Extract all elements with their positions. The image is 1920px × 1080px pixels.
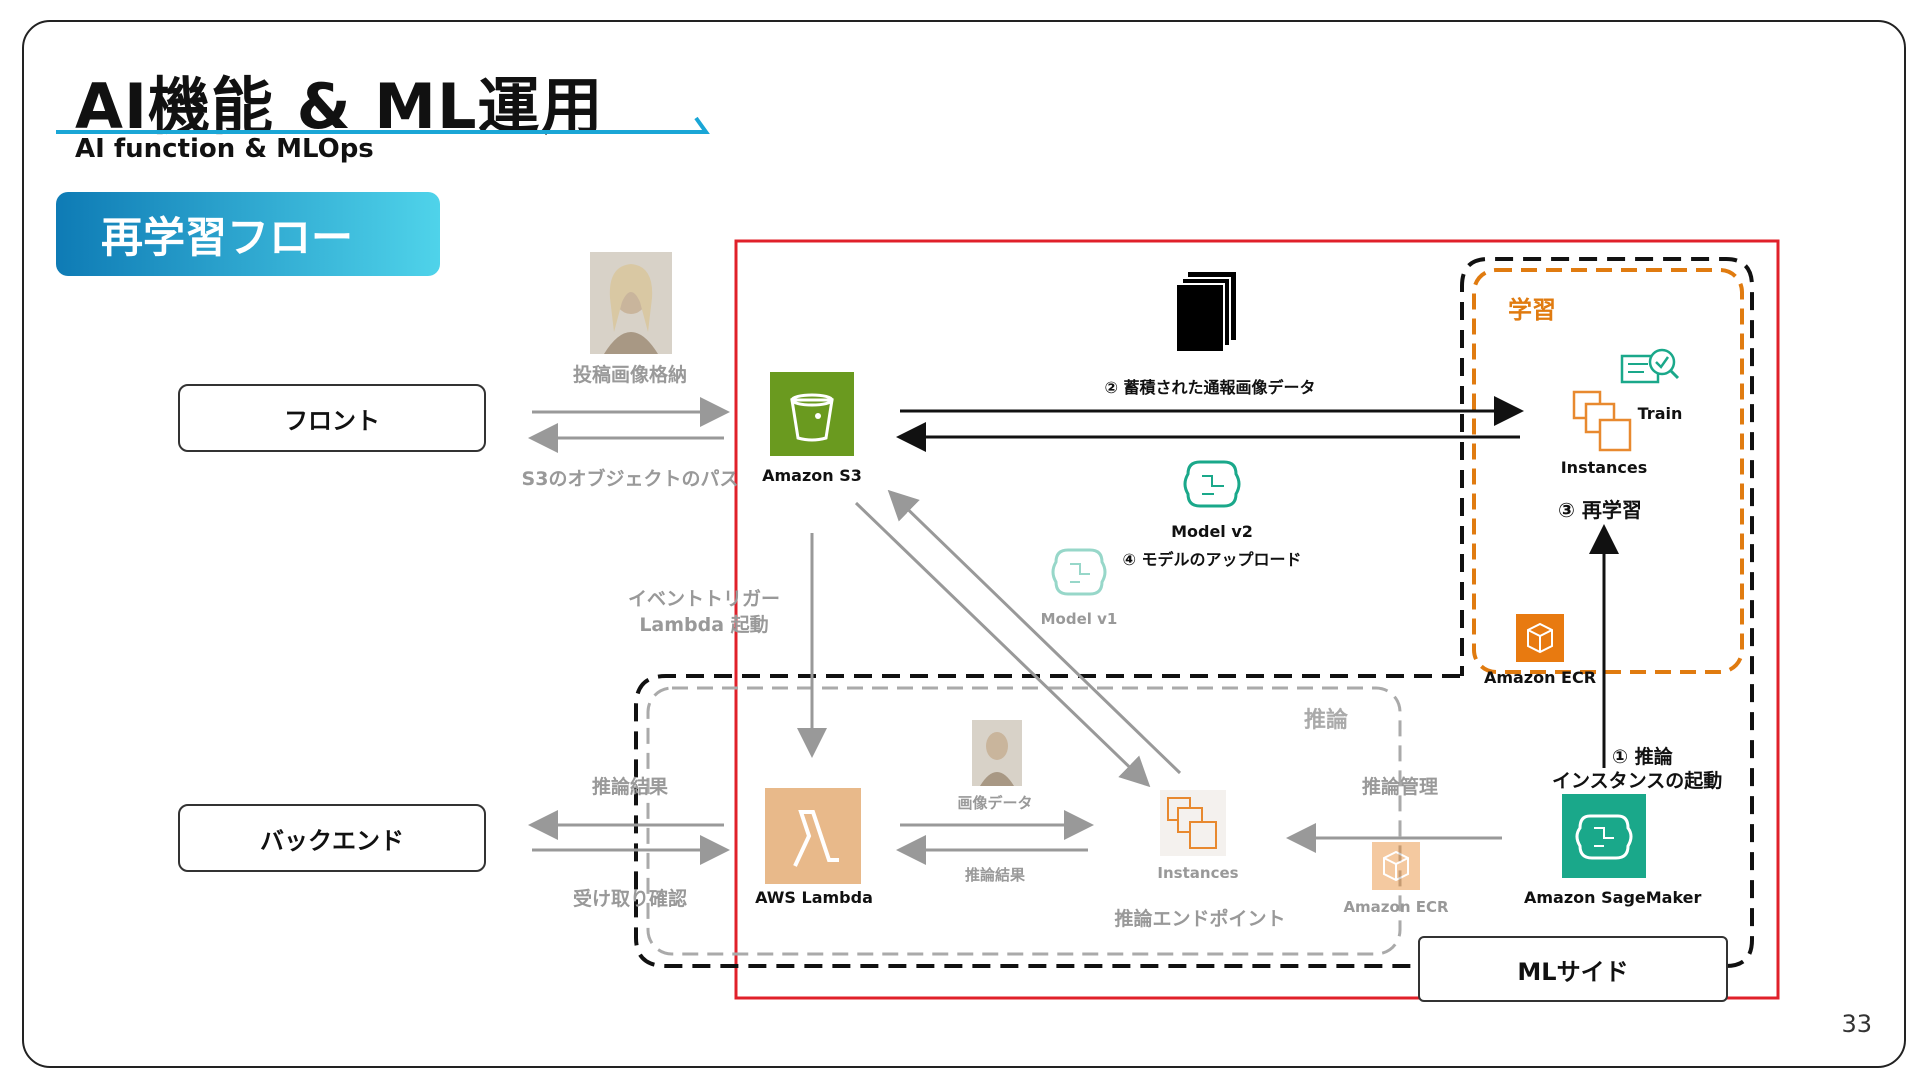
- ecr-infer-icon: [1372, 842, 1420, 890]
- highlight-frame: [734, 239, 1780, 1000]
- ecr-train-label: Amazon ECR: [1483, 668, 1597, 687]
- infer-result-mid-label: 推論結果: [964, 866, 1025, 884]
- infer-manage-label: 推論管理: [1361, 776, 1438, 798]
- inference-group-label: 推論: [1304, 708, 1349, 733]
- slide-frame: [22, 20, 1906, 1068]
- ml-side-boundary: [634, 257, 1754, 968]
- lambda-label: AWS Lambda: [755, 888, 873, 907]
- title-underline: [56, 116, 710, 134]
- endpoint-label: 推論エンドポイント: [1114, 908, 1286, 930]
- learning-group-label: 学習: [1508, 296, 1556, 324]
- step1-label-2: インスタンスの起動: [1552, 770, 1723, 792]
- image-data-icon: [972, 720, 1022, 786]
- page-number: 33: [1841, 1010, 1872, 1038]
- front-node: フロント: [178, 384, 486, 452]
- receive-confirm-label: 受け取り確認: [572, 888, 687, 910]
- model-v2-icon: [1183, 460, 1241, 508]
- step4-label: ④ モデルのアップロード: [1122, 550, 1302, 569]
- amazon-s3-icon: [770, 372, 854, 456]
- backend-node: バックエンド: [178, 804, 486, 872]
- section-badge: 再学習フロー: [56, 192, 440, 276]
- training-instances-icon: [1572, 390, 1632, 452]
- ecr-train-icon: [1516, 614, 1564, 662]
- step3-label: ③ 再学習: [1558, 498, 1642, 522]
- image-data-label: 画像データ: [957, 794, 1033, 812]
- ml-side-label: MLサイド: [1418, 936, 1728, 1002]
- page-subtitle: AI function & MLOps: [75, 134, 374, 164]
- event-trigger-label-2: Lambda 起動: [639, 614, 769, 636]
- documents-stack-icon: [1175, 272, 1236, 353]
- infer-result-left-label: 推論結果: [591, 776, 668, 798]
- amazon-sagemaker-icon: [1562, 794, 1646, 878]
- train-label: Train: [1637, 404, 1683, 423]
- s3-label: Amazon S3: [762, 466, 862, 485]
- train-icon: [1620, 348, 1680, 384]
- aws-lambda-icon: [765, 788, 861, 884]
- uploaded-image-icon: [590, 252, 672, 354]
- sagemaker-label: Amazon SageMaker: [1524, 888, 1702, 907]
- ecr-infer-label: Amazon ECR: [1343, 898, 1449, 916]
- event-trigger-label-1: イベントトリガー: [627, 588, 780, 610]
- model-v2-label: Model v2: [1171, 522, 1253, 541]
- inference-group-box: [646, 686, 1402, 956]
- step1-label-1: ① 推論: [1612, 746, 1673, 768]
- learning-group-box: [1472, 268, 1744, 674]
- inference-instances-icon: [1160, 790, 1226, 856]
- s3-path-label: S3のオブジェクトのパス: [521, 468, 739, 490]
- model-v1-icon: [1051, 548, 1107, 596]
- upload-image-label: 投稿画像格納: [572, 364, 687, 386]
- step2-label: ② 蓄積された通報画像データ: [1104, 378, 1316, 397]
- training-instances-label: Instances: [1560, 458, 1648, 477]
- inference-instances-label: Instances: [1157, 864, 1239, 882]
- model-v1-label: Model v1: [1040, 610, 1118, 628]
